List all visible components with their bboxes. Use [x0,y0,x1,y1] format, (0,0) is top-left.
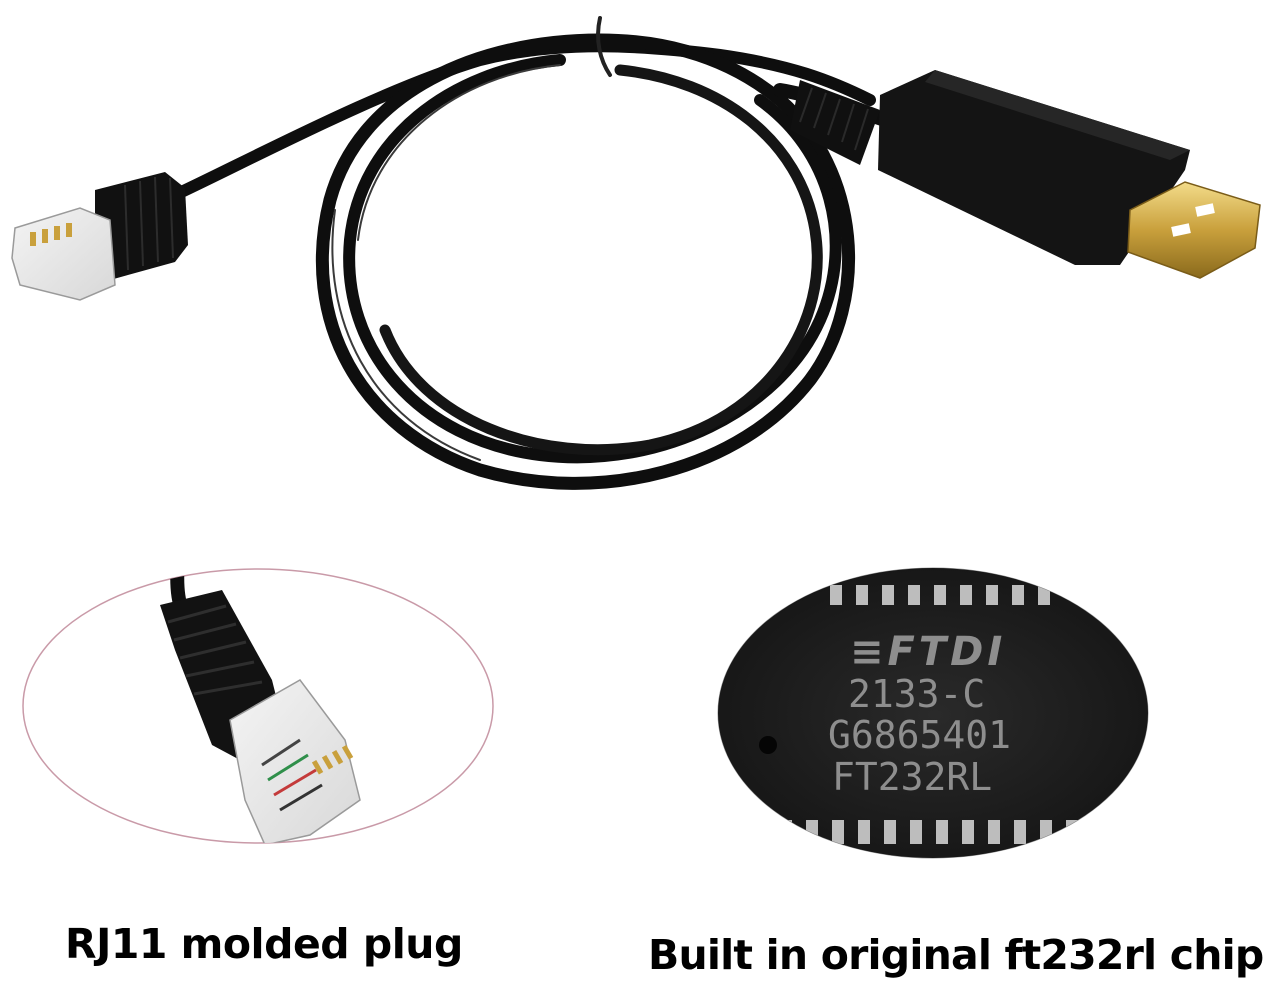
rj11-plug-main [11,172,188,301]
chip-line3-text: FT232RL [832,755,992,799]
chip-brand-text: ≡FTDI [850,629,1006,675]
chip-pin1-dot [759,736,777,754]
rj11-inset [22,568,494,844]
usb-connector [790,70,1261,279]
caption-rj11: RJ11 molded plug [65,920,463,968]
chip-pins-top [830,585,1050,605]
chip-inset: ≡FTDI 2133-C G6865401 FT232RL [717,567,1149,859]
caption-chip: Built in original ft232rl chip [648,931,1264,979]
chip-line1-text: 2133-C [848,672,985,716]
cable-coil [169,16,892,490]
chip-line2-text: G6865401 [828,713,1011,757]
